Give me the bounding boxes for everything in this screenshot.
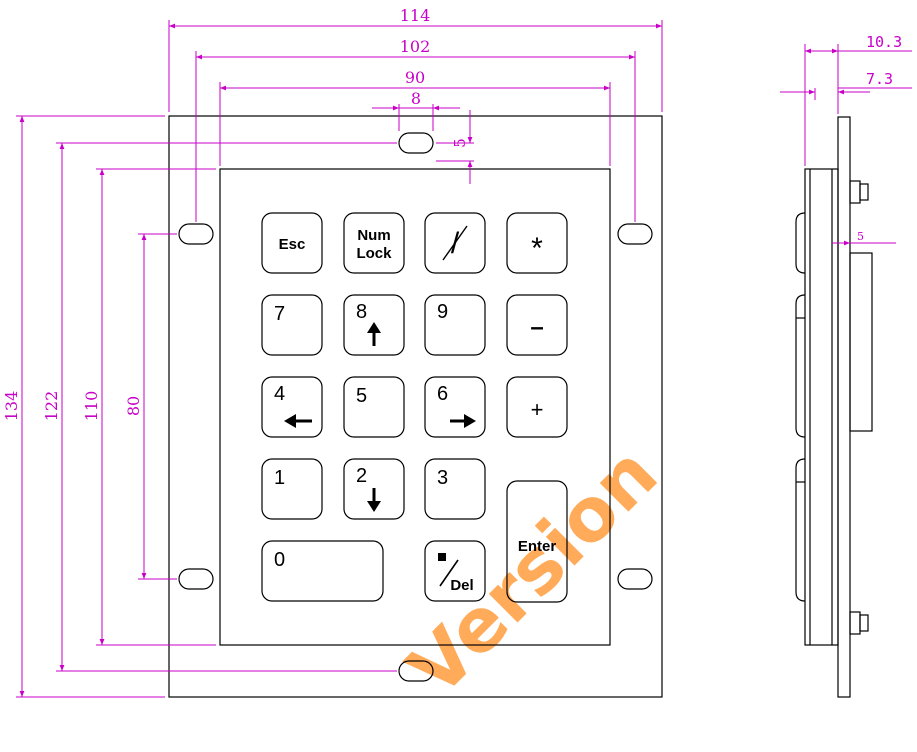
outer-plate bbox=[168, 115, 663, 698]
dimensions-front bbox=[16, 20, 663, 698]
dim-label-side-depth-keys: 5 bbox=[857, 230, 864, 243]
watermark: Version bbox=[392, 431, 674, 713]
dim-label-height-side-holes: 80 bbox=[124, 396, 143, 416]
key-0-label: 0 bbox=[274, 549, 285, 571]
key-0[interactable] bbox=[261, 540, 384, 602]
key-esc-label: Esc bbox=[279, 236, 306, 253]
dim-label-height-overall: 134 bbox=[2, 391, 21, 422]
side-plate bbox=[837, 116, 851, 698]
mount-hole-right-bottom bbox=[617, 568, 653, 590]
side-stud-top bbox=[849, 180, 861, 204]
key-8-label: 8 bbox=[356, 301, 367, 323]
key-5-label: 5 bbox=[356, 385, 367, 407]
del-diagonal-icon bbox=[439, 559, 459, 587]
key-plus[interactable] bbox=[506, 376, 568, 438]
mount-hole-left-top bbox=[178, 223, 214, 245]
arrow-down-icon bbox=[367, 488, 381, 512]
dim-label-side-depth-total: 10.3 bbox=[866, 33, 902, 51]
keypad-panel bbox=[219, 168, 611, 646]
side-stud-bottom bbox=[849, 611, 861, 635]
key-7[interactable] bbox=[261, 294, 323, 356]
key-numlock[interactable] bbox=[343, 212, 405, 274]
key-icons bbox=[284, 225, 476, 587]
key-numlock-label-line1: Num bbox=[357, 227, 390, 244]
key-8[interactable] bbox=[343, 294, 405, 356]
key-4[interactable] bbox=[261, 376, 323, 438]
key-2-label: 2 bbox=[356, 465, 367, 487]
key-del[interactable] bbox=[424, 540, 486, 602]
arrow-right-icon bbox=[450, 414, 476, 428]
dim-label-width-overall: 114 bbox=[400, 6, 431, 25]
side-stud-bottom-nut bbox=[859, 614, 869, 632]
front-view bbox=[168, 115, 663, 698]
key-3[interactable] bbox=[424, 458, 486, 520]
key-asterisk-label: * bbox=[531, 232, 543, 265]
key-6[interactable] bbox=[424, 376, 486, 438]
mount-hole-top bbox=[398, 132, 434, 154]
arrow-up-icon bbox=[367, 322, 381, 346]
side-rear-pcb bbox=[849, 252, 873, 432]
key-5[interactable] bbox=[343, 376, 405, 438]
dim-label-side-depth-front: 7.3 bbox=[866, 70, 893, 88]
key-enter[interactable] bbox=[506, 480, 568, 603]
key-4-label: 4 bbox=[274, 383, 285, 405]
dimension-labels-side: 10.3 7.3 5 bbox=[857, 33, 902, 243]
watermark-text: Version bbox=[392, 431, 674, 713]
key-7-label: 7 bbox=[274, 303, 285, 325]
key-esc[interactable] bbox=[261, 212, 323, 274]
key-numlock-label-line2: Lock bbox=[356, 245, 392, 262]
side-key-rows2-3 bbox=[795, 294, 806, 438]
key-9[interactable] bbox=[424, 294, 486, 356]
dim-label-height-panel: 110 bbox=[82, 391, 101, 422]
dim-label-hole-spacing: 8 bbox=[411, 89, 421, 108]
key-2[interactable] bbox=[343, 458, 405, 520]
key-minus[interactable] bbox=[506, 294, 568, 356]
dim-label-width-holes: 102 bbox=[400, 37, 431, 56]
side-key-rows4-5 bbox=[795, 458, 806, 602]
square-dot-icon bbox=[438, 553, 446, 561]
mount-hole-left-bottom bbox=[178, 568, 214, 590]
side-keypad-body bbox=[804, 168, 839, 646]
mount-hole-right-top bbox=[617, 223, 653, 245]
dim-label-width-panel: 90 bbox=[405, 68, 425, 87]
dimension-labels-front: 114 102 90 8 5 134 122 110 80 bbox=[2, 6, 469, 421]
key-minus-label: – bbox=[530, 314, 543, 341]
slash-stroke-icon bbox=[442, 225, 468, 261]
key-1[interactable] bbox=[261, 458, 323, 520]
dim-label-hole-offset: 5 bbox=[451, 138, 469, 148]
key-3-label: 3 bbox=[437, 467, 448, 489]
keys bbox=[261, 212, 568, 603]
key-del-label: Del bbox=[450, 577, 473, 594]
key-6-label: 6 bbox=[437, 383, 448, 405]
key-9-label: 9 bbox=[437, 301, 448, 323]
side-stud-top-nut bbox=[859, 183, 869, 201]
side-key-row1 bbox=[795, 212, 806, 274]
dimensions-side bbox=[780, 44, 912, 246]
dim-label-height-holes: 122 bbox=[42, 391, 61, 422]
arrow-left-icon bbox=[284, 414, 312, 428]
key-asterisk[interactable] bbox=[506, 212, 568, 274]
mount-hole-bottom bbox=[398, 660, 434, 682]
key-slash[interactable] bbox=[424, 212, 486, 274]
side-view bbox=[795, 116, 873, 698]
key-1-label: 1 bbox=[274, 467, 285, 489]
key-labels: Esc Num Lock / * 7 8 9 – 4 5 6 + 1 2 3 E… bbox=[274, 227, 556, 594]
key-plus-label: + bbox=[531, 397, 544, 422]
key-enter-label: Enter bbox=[518, 538, 557, 555]
